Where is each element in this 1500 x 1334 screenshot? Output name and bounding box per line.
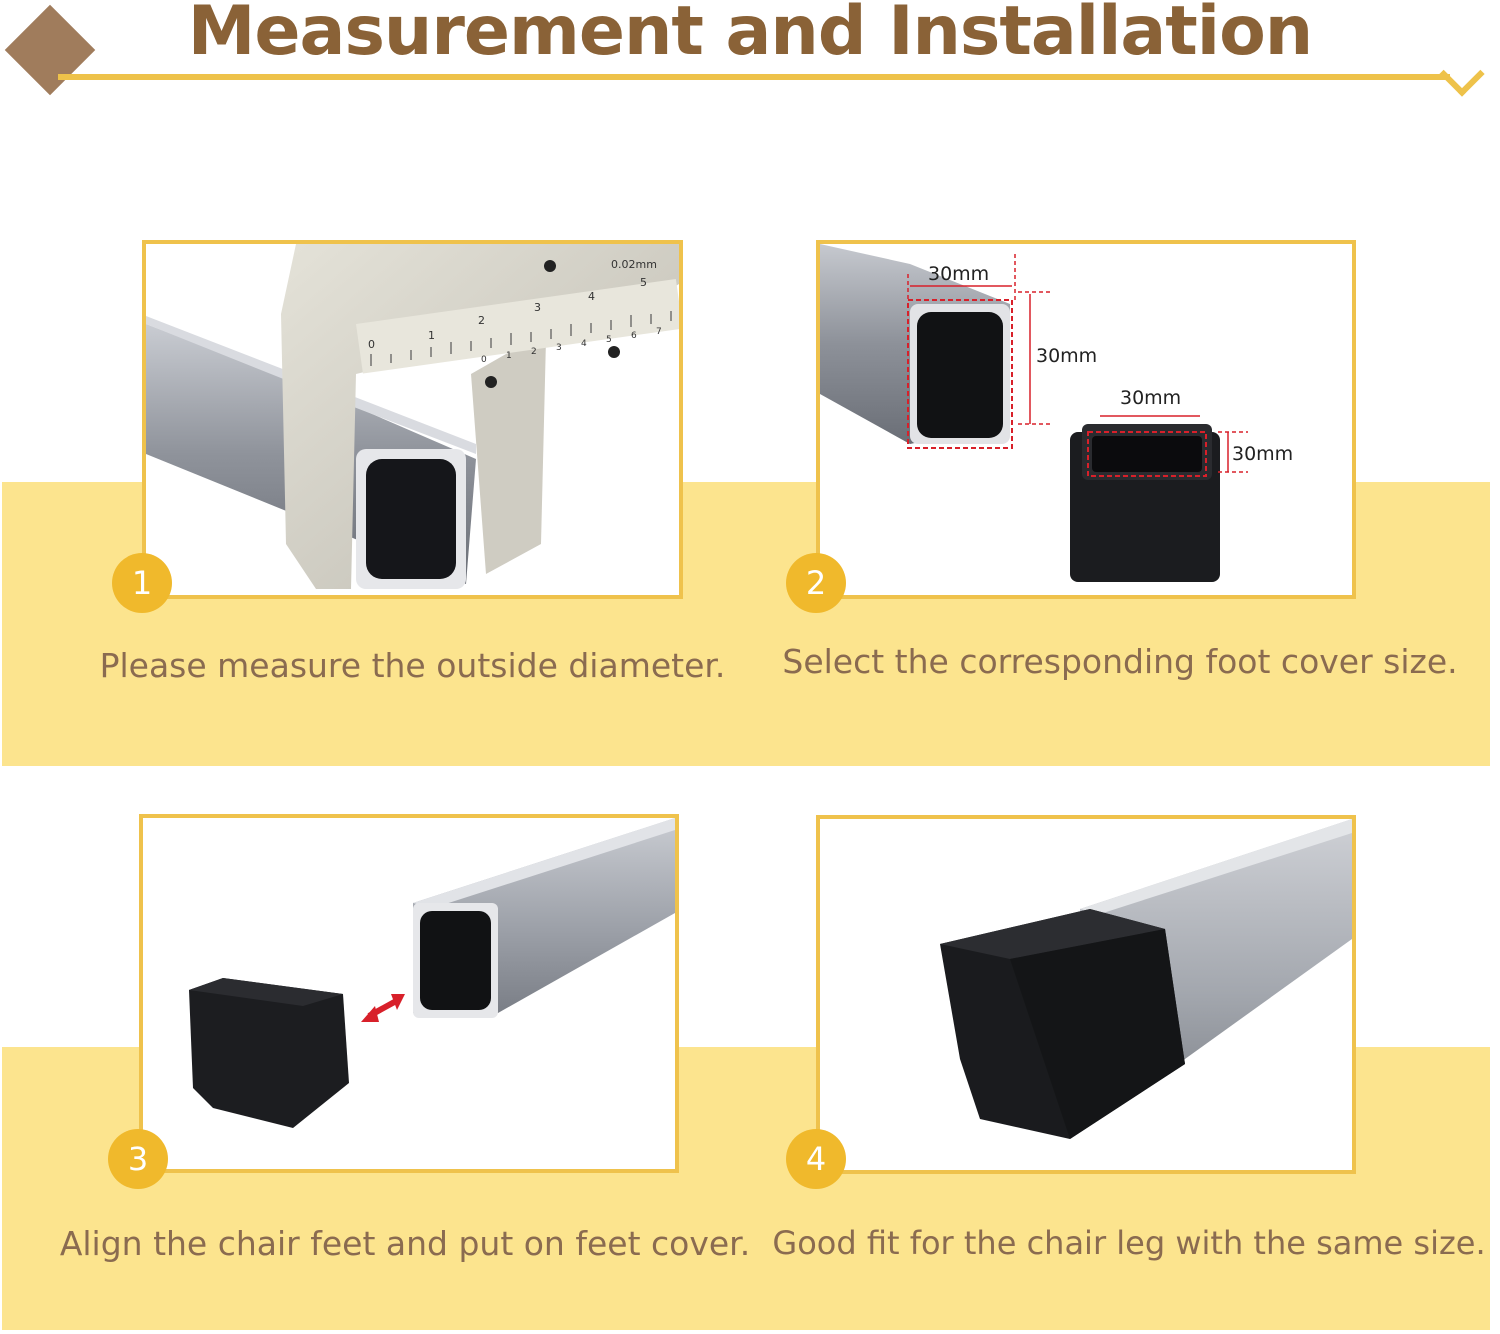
page-title: Measurement and Installation	[187, 0, 1313, 71]
step-4-image	[816, 815, 1356, 1174]
caliper-main-2: 2	[478, 314, 485, 327]
caliper-vernier-3: 3	[556, 343, 562, 353]
caliper-vernier-2: 2	[531, 347, 537, 357]
tube-width-label: 30mm	[928, 263, 989, 285]
caliper-measuring-illustration: 0 1 2 3 4 5 0 1 2 3 4 5 6 7 0.02mm	[146, 244, 679, 589]
caliper-main-5: 5	[640, 276, 647, 289]
step-3-caption: Align the chair feet and put on feet cov…	[59, 1224, 751, 1263]
step-1-caption: Please measure the outside diameter.	[99, 646, 726, 685]
double-arrow-icon	[361, 994, 405, 1022]
step-4-caption: Good fit for the chair leg with the same…	[772, 1224, 1486, 1262]
step-3-image	[139, 814, 679, 1173]
caliper-precision: 0.02mm	[611, 258, 657, 271]
header-underline	[58, 74, 1450, 80]
step-4-badge: 4	[786, 1129, 846, 1189]
caliper-main-1: 1	[428, 329, 435, 342]
caliper-scale-ticks	[370, 311, 672, 366]
cap-width-label: 30mm	[1120, 387, 1181, 409]
caliper-main-4: 4	[588, 290, 595, 303]
caliper-vernier-4: 4	[581, 339, 587, 349]
align-cap-illustration	[189, 818, 675, 1128]
caliper-vernier-0: 0	[481, 355, 487, 365]
caliper-main-0: 0	[368, 338, 375, 351]
caliper-vernier-6: 6	[631, 331, 637, 341]
step-1-image: 0 1 2 3 4 5 0 1 2 3 4 5 6 7 0.02mm	[142, 240, 683, 599]
cap-height-label: 30mm	[1232, 443, 1293, 465]
caliper-vernier-5: 5	[606, 335, 612, 345]
fitted-cap-illustration	[940, 819, 1352, 1139]
tube-height-label: 30mm	[1036, 345, 1097, 367]
caliper-main-3: 3	[534, 301, 541, 314]
size-dimensions-illustration: 30mm 30mm 30mm 30mm	[820, 244, 1293, 582]
step-2-image: 30mm 30mm 30mm 30mm	[816, 240, 1356, 599]
step-3-badge: 3	[108, 1129, 168, 1189]
caliper-vernier-7: 7	[656, 327, 662, 337]
caliper-vernier-1: 1	[506, 351, 512, 361]
step-2-caption: Select the corresponding foot cover size…	[782, 642, 1458, 681]
step-2-badge: 2	[786, 553, 846, 613]
step-1-badge: 1	[112, 553, 172, 613]
